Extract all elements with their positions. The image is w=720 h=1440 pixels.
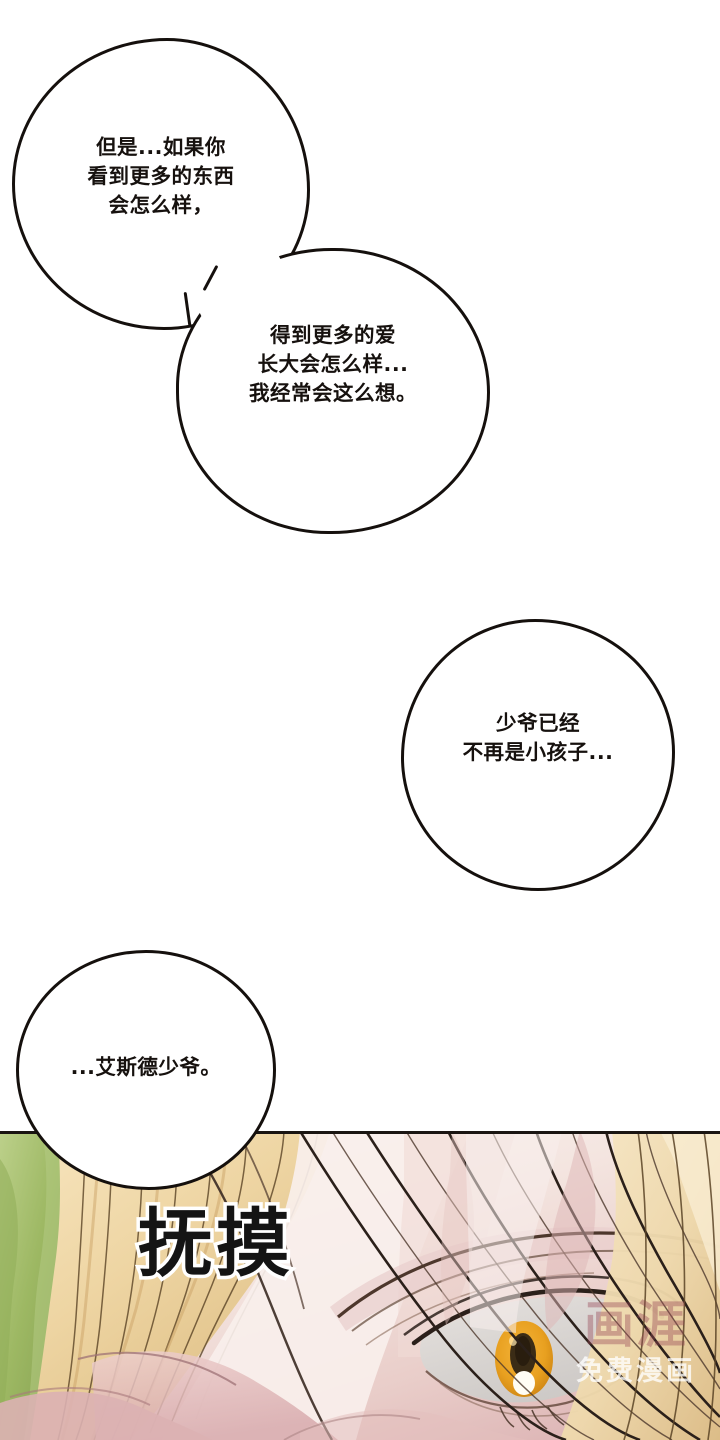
speech-bubble-1-text: 但是...如果你 看到更多的东西 会怎么样， xyxy=(87,135,235,218)
sfx-text: 抚摸 xyxy=(135,1201,294,1287)
speech-bubble-3: 少爷已经 不再是小孩子... xyxy=(401,619,675,891)
panel-top-border xyxy=(0,1131,720,1134)
speech-bubble-4: ...艾斯德少爷。 xyxy=(16,950,276,1190)
speech-bubble-2-text: 得到更多的爱 长大会怎么样... 我经常会这么想。 xyxy=(249,323,417,406)
speech-bubble-4-text: ...艾斯德少爷。 xyxy=(70,1055,222,1079)
artwork-panel xyxy=(0,1131,720,1440)
speech-bubble-3-text: 少爷已经 不再是小孩子... xyxy=(462,711,614,765)
